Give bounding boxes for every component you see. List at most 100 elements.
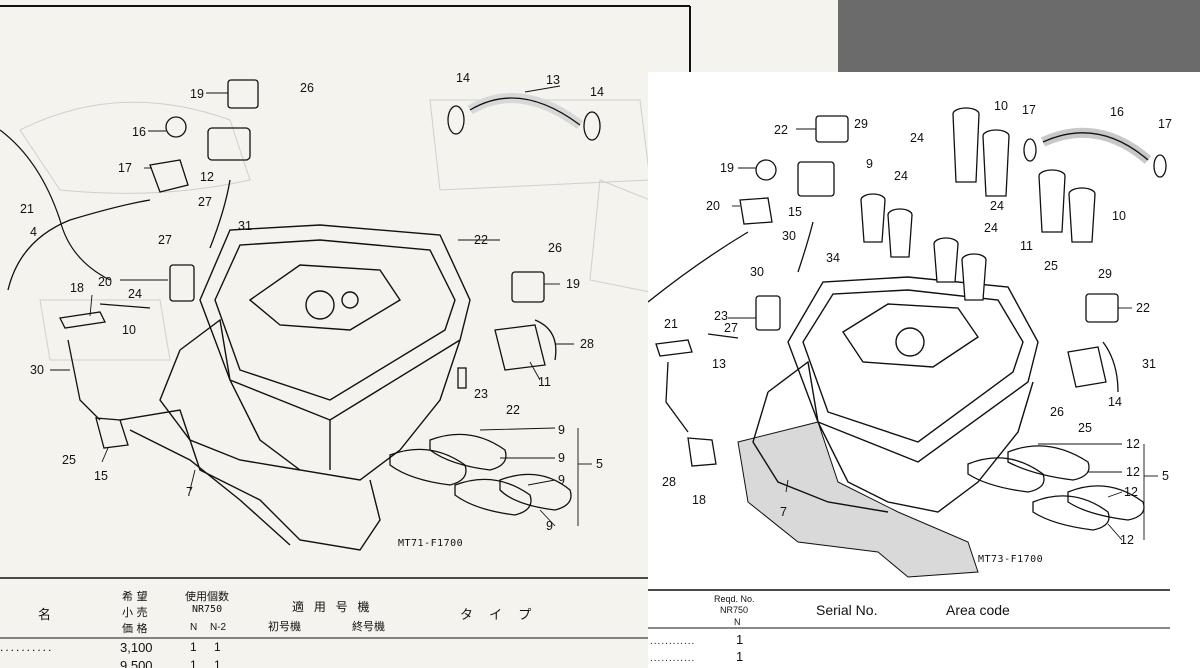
callout-9c: 9 (558, 473, 565, 487)
bracket-11 (494, 324, 546, 371)
callout-7r: 7 (780, 505, 787, 519)
callout-22: 22 (474, 233, 488, 247)
callout-29b: 29 (1098, 267, 1112, 281)
callout-15: 15 (94, 469, 108, 483)
callout-19r: 19 (720, 161, 734, 175)
row-2-q1: 1 (190, 658, 197, 668)
callout-27r: 27 (724, 321, 738, 335)
callout-25: 25 (62, 453, 76, 467)
row-2-q2: 1 (214, 658, 221, 668)
callout-30b: 30 (750, 265, 764, 279)
side-cover-edge (0, 129, 111, 281)
callout-19b: 19 (566, 277, 580, 291)
callout-10: 10 (122, 323, 136, 337)
callout-9a: 9 (558, 423, 565, 437)
clamp-14b (583, 111, 601, 141)
callout-10a: 10 (994, 99, 1008, 113)
reqd-line-3: N (734, 617, 741, 627)
qty-col-n: N (190, 622, 198, 633)
row-1-dots-r: ............ (650, 636, 696, 647)
callout-12a: 12 (1126, 437, 1140, 451)
callout-25a: 25 (1044, 259, 1058, 273)
clamp-14a (447, 105, 465, 135)
price-line-1: 希 望 (122, 590, 148, 603)
valve-17 (149, 159, 189, 193)
callout-31r: 31 (1142, 357, 1156, 371)
callout-16: 16 (132, 125, 146, 139)
cap-19 (755, 159, 777, 181)
hose-28 (534, 319, 557, 361)
callout-18: 18 (70, 281, 84, 295)
callout-12c: 12 (1124, 485, 1138, 499)
callout-23r: 23 (714, 309, 728, 323)
right-parts-page: 22 29 10 17 16 17 19 9 24 24 20 15 24 10… (648, 72, 1200, 668)
callout-23: 23 (474, 387, 488, 401)
callout-27b: 27 (158, 233, 172, 247)
callout-14a: 14 (456, 71, 470, 85)
valve-23 (755, 295, 781, 331)
bolt-23 (457, 367, 467, 389)
callout-7: 7 (186, 485, 193, 499)
callout-30: 30 (30, 363, 44, 377)
callout-22b: 22 (506, 403, 520, 417)
callout-26b: 26 (548, 241, 562, 255)
right-diagram-code: MT73-F1700 (978, 554, 1043, 565)
area-code: Area code (946, 602, 1010, 618)
callout-9d: 9 (546, 519, 553, 533)
callout-12d: 12 (1120, 533, 1134, 547)
hose-long (7, 199, 151, 291)
part-15 (95, 417, 129, 449)
callout-24a: 24 (910, 131, 924, 145)
callout-34: 34 (826, 251, 840, 265)
callout-20r: 20 (706, 199, 720, 213)
airbox-body (119, 224, 471, 551)
row-1-q2: 1 (214, 640, 221, 654)
callout-5: 5 (596, 457, 603, 471)
valve-20r (739, 197, 773, 225)
callout-22r: 22 (774, 123, 788, 137)
left-parts-table: 名 希 望 小 売 価 格 使用個数 NR750 N N-2 適 用 号 機 初… (0, 578, 690, 668)
cap-16 (165, 116, 187, 138)
hose-long-r (648, 231, 749, 303)
callout-17a: 17 (1022, 103, 1036, 117)
solenoid-22b (1085, 293, 1119, 323)
callout-12: 12 (200, 170, 214, 184)
qty-model: NR750 (192, 604, 223, 615)
row-1-q1: 1 (190, 640, 197, 654)
callout-28r: 28 (662, 475, 676, 489)
pin-13 (707, 333, 739, 339)
callout-9r: 9 (866, 157, 873, 171)
gasket-rings (389, 433, 572, 516)
hose-r (665, 361, 689, 433)
callout-17b: 17 (1158, 117, 1172, 131)
price-line-3: 価 格 (122, 622, 148, 635)
row-1-price: 3,100 (120, 640, 153, 655)
part-18 (687, 437, 717, 467)
callout-21: 21 (20, 202, 34, 216)
callout-19: 19 (190, 87, 204, 101)
callout-9b: 9 (558, 451, 565, 465)
callout-28: 28 (580, 337, 594, 351)
callout-24d: 24 (984, 221, 998, 235)
solenoid-22 (815, 115, 849, 143)
callout-22b: 22 (1136, 301, 1150, 315)
callout-31: 31 (238, 219, 252, 233)
serial-no: Serial No. (816, 602, 878, 618)
callout-16r: 16 (1110, 105, 1124, 119)
row-1-qty: 1 (736, 632, 744, 647)
serial-to: 終号機 (352, 620, 385, 633)
callout-11: 11 (538, 375, 551, 389)
reqd-line-2: NR750 (720, 605, 749, 615)
callout-11r: 11 (1020, 239, 1033, 253)
row-1-dots: .......... (0, 640, 54, 654)
callout-13: 13 (546, 73, 560, 87)
clamp-17a (1023, 138, 1037, 162)
hose-31 (209, 179, 231, 249)
solenoid-19b (511, 271, 545, 303)
callout-5r: 5 (1162, 469, 1169, 483)
mat-7 (737, 421, 979, 578)
callout-4: 4 (30, 225, 37, 239)
row-2-price: 9,500 (120, 658, 153, 668)
row-2-dots-r: ............ (650, 653, 696, 664)
pin-10 (99, 303, 151, 309)
